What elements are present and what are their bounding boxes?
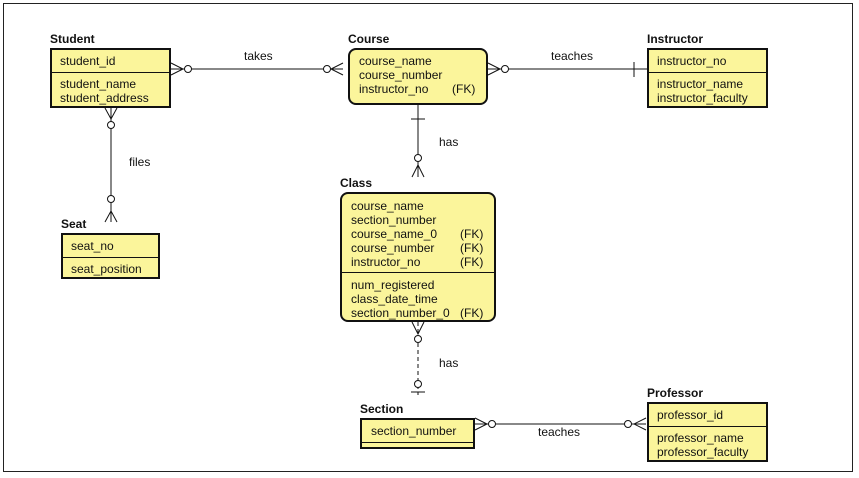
- pk-attribute: course_name_0: [351, 227, 438, 241]
- pk-attribute: instructor_no: [359, 82, 429, 96]
- pk-attribute: course_number: [359, 68, 443, 82]
- diagram-frame: [3, 3, 853, 472]
- fk-marker: (FK): [452, 82, 476, 96]
- attribute: professor_name: [657, 431, 744, 445]
- entity-title-seat: Seat: [61, 217, 87, 231]
- entity-professor[interactable]: professor_id professor_name professor_fa…: [647, 402, 768, 462]
- entity-course[interactable]: course_name course_number instructor_no …: [348, 48, 488, 105]
- rel-label-takes: takes: [244, 49, 273, 63]
- pk-attribute: student_id: [60, 54, 116, 68]
- fk-marker: (FK): [460, 241, 484, 255]
- attribute: instructor_faculty: [657, 91, 748, 105]
- attribute: instructor_name: [657, 77, 744, 91]
- fk-marker: (FK): [460, 306, 484, 320]
- attribute: seat_position: [71, 262, 142, 276]
- pk-attribute: course_number: [351, 241, 435, 255]
- attribute: section_number_0: [351, 306, 450, 320]
- rel-label-has-class-section: has: [439, 356, 459, 370]
- pk-attribute: instructor_no: [657, 54, 727, 68]
- fk-marker: (FK): [460, 227, 484, 241]
- has-course-class-connector[interactable]: [411, 105, 425, 178]
- entity-seat[interactable]: seat_no seat_position: [61, 233, 160, 279]
- entity-title-instructor: Instructor: [647, 32, 704, 46]
- pk-attribute: section_number: [371, 424, 457, 438]
- entity-title-section: Section: [360, 402, 404, 416]
- teaches-instructor-connector[interactable]: [487, 62, 648, 77]
- pk-attribute: instructor_no: [351, 255, 421, 269]
- pk-attribute: course_name: [359, 54, 432, 68]
- key-divider: [63, 257, 158, 258]
- rel-label-files: files: [129, 155, 151, 169]
- key-divider: [362, 442, 473, 443]
- attribute: student_name: [60, 77, 137, 91]
- rel-label-has-course-class: has: [439, 135, 459, 149]
- takes-connector[interactable]: [170, 62, 344, 76]
- entity-class[interactable]: course_name section_number course_name_0…: [340, 192, 496, 322]
- pk-attribute: section_number: [351, 213, 437, 227]
- entity-title-class: Class: [340, 176, 373, 190]
- pk-attribute: course_name: [351, 199, 424, 213]
- entity-student[interactable]: student_id student_name student_address: [50, 48, 171, 108]
- key-divider: [52, 72, 169, 73]
- entity-title-professor: Professor: [647, 386, 704, 400]
- teaches-professor-connector[interactable]: [474, 417, 647, 431]
- files-connector[interactable]: [104, 107, 118, 223]
- key-divider: [649, 426, 766, 427]
- pk-attribute: professor_id: [657, 408, 724, 422]
- entity-section[interactable]: section_number: [360, 418, 475, 449]
- key-divider: [649, 72, 766, 73]
- attribute: student_address: [60, 91, 149, 105]
- attribute: professor_faculty: [657, 445, 749, 459]
- rel-label-teaches-professor: teaches: [538, 425, 581, 439]
- entity-title-student: Student: [50, 32, 95, 46]
- has-class-section-connector[interactable]: [411, 321, 425, 395]
- entity-title-course: Course: [348, 32, 390, 46]
- attribute: class_date_time: [351, 292, 438, 306]
- key-divider: [342, 272, 494, 273]
- pk-attribute: seat_no: [71, 239, 114, 253]
- fk-marker: (FK): [460, 255, 484, 269]
- attribute: num_registered: [351, 278, 435, 292]
- entity-instructor[interactable]: instructor_no instructor_name instructor…: [647, 48, 768, 108]
- rel-label-teaches-instructor: teaches: [551, 49, 594, 63]
